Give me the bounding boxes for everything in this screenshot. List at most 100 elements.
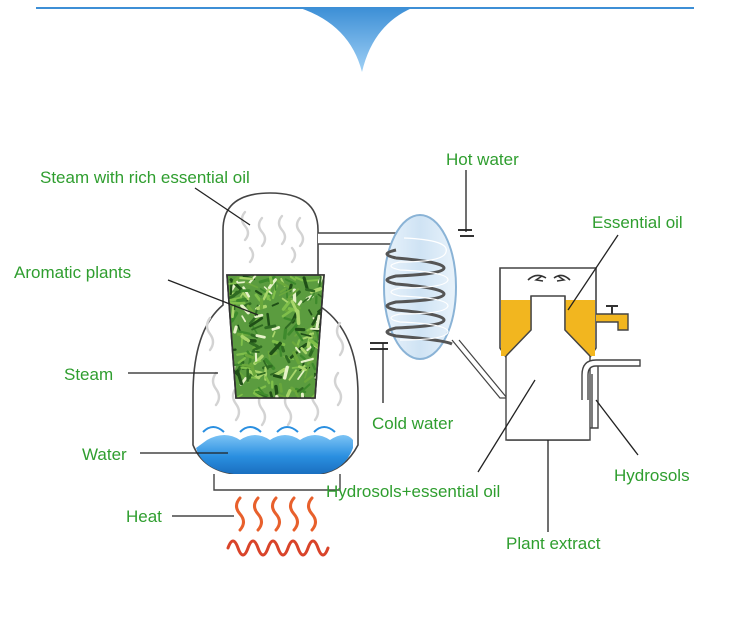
leaf-fragment bbox=[311, 311, 321, 326]
leaf-fragment bbox=[269, 341, 282, 356]
leaf-fragment bbox=[311, 362, 317, 371]
leaf-fragment bbox=[240, 303, 250, 315]
leaf-fragment bbox=[238, 276, 254, 280]
leaf-fragment bbox=[230, 311, 239, 323]
leaf-fragment bbox=[262, 360, 269, 370]
leaf-fragment bbox=[297, 368, 306, 380]
leaf-fragment bbox=[228, 289, 243, 300]
leaf-fragment bbox=[249, 362, 257, 376]
leaf-fragment bbox=[269, 391, 274, 398]
leaf-fragment bbox=[248, 341, 259, 348]
leaf-fragment bbox=[277, 393, 287, 398]
leaf-fragment bbox=[305, 288, 316, 293]
label-cold-water: Cold water bbox=[372, 414, 454, 433]
leaf-fragment bbox=[302, 297, 309, 304]
leaf-fragment bbox=[254, 313, 264, 319]
leaf-fragment bbox=[236, 297, 247, 303]
leaf-fragment bbox=[308, 309, 313, 316]
leaf-fragment bbox=[268, 276, 274, 285]
leaf-fragment bbox=[300, 333, 312, 338]
leaf-fragment bbox=[278, 281, 290, 288]
header-divider bbox=[36, 7, 694, 72]
leaf-fragment bbox=[231, 276, 240, 284]
leaf-fragment bbox=[281, 297, 289, 303]
leaf-fragment bbox=[284, 278, 297, 285]
leaf-fragment bbox=[251, 324, 264, 331]
aromatic-plant-leaves bbox=[227, 275, 324, 398]
leaf-fragment bbox=[237, 357, 246, 364]
leaf-fragment bbox=[271, 325, 281, 331]
heat-element-icon bbox=[226, 539, 330, 557]
leaf-fragment bbox=[303, 375, 313, 383]
heat-flames bbox=[235, 496, 317, 532]
leaf-fragment bbox=[273, 367, 287, 377]
leaf-fragment bbox=[299, 354, 307, 361]
leader-lines bbox=[128, 170, 639, 532]
leaf-fragment bbox=[304, 279, 319, 283]
leaf-fragment bbox=[318, 275, 322, 287]
leaf-fragment bbox=[264, 376, 271, 385]
leaf-fragment bbox=[236, 393, 243, 398]
leaf-fragment bbox=[289, 275, 297, 281]
leaf-fragment bbox=[288, 283, 293, 292]
leaf-fragment bbox=[272, 331, 276, 338]
leaf-fragment bbox=[240, 366, 251, 370]
leaf-fragment bbox=[240, 334, 251, 343]
leaf-fragment bbox=[236, 330, 251, 335]
leaf-fragment bbox=[292, 351, 301, 365]
leaf-fragment bbox=[284, 355, 291, 364]
leaf-fragment bbox=[231, 305, 235, 319]
leaf-fragment bbox=[294, 276, 304, 282]
leaf-fragment bbox=[296, 387, 304, 393]
leaf-fragment bbox=[244, 353, 255, 360]
leaf-fragment bbox=[301, 364, 306, 372]
leaf-fragment bbox=[248, 316, 264, 328]
leaf-fragment bbox=[272, 374, 283, 379]
leaf-fragment bbox=[284, 317, 296, 329]
label-water: Water bbox=[82, 445, 127, 464]
leaf-fragment bbox=[287, 322, 299, 336]
leaf-fragment bbox=[256, 371, 266, 376]
leaf-fragment bbox=[255, 360, 262, 364]
leaf-fragment bbox=[290, 299, 300, 316]
label-essential-oil: Essential oil bbox=[592, 213, 683, 232]
steam-wisps bbox=[205, 210, 345, 427]
leaf-fragment bbox=[246, 304, 255, 315]
label-hydrosols: Hydrosols bbox=[614, 466, 690, 485]
leaf-fragment bbox=[252, 345, 263, 352]
leaf-fragment bbox=[264, 324, 277, 330]
leaf-fragment bbox=[288, 369, 297, 381]
leaf-fragment bbox=[290, 386, 298, 394]
leaf-fragment bbox=[241, 315, 247, 323]
label-hydrosols-essential-oil: Hydrosols+essential oil bbox=[326, 482, 500, 501]
leaf-fragment bbox=[294, 329, 304, 342]
leaf-fragment bbox=[257, 386, 264, 394]
leaf-fragment bbox=[315, 314, 321, 329]
leaf-fragment bbox=[262, 288, 270, 301]
leaf-fragment bbox=[300, 347, 308, 355]
leaf-fragment bbox=[285, 389, 292, 398]
leaf-fragment bbox=[254, 293, 262, 302]
leaf-fragment bbox=[254, 390, 269, 397]
leaf-fragment bbox=[251, 350, 260, 354]
leaf-fragment bbox=[282, 327, 288, 340]
leaf-fragment bbox=[229, 279, 233, 296]
label-heat: Heat bbox=[126, 507, 162, 526]
leaf-fragment bbox=[248, 356, 252, 366]
leaf-fragment bbox=[252, 391, 263, 398]
leaf-fragment bbox=[278, 382, 283, 393]
leaf-fragment bbox=[233, 325, 238, 334]
leaf-fragment bbox=[244, 281, 259, 289]
leaf-fragment bbox=[304, 366, 310, 379]
separator-vessel bbox=[499, 267, 641, 441]
leaf-fragment bbox=[254, 289, 263, 296]
label-plant-extract: Plant extract bbox=[506, 534, 601, 553]
condenser bbox=[370, 214, 509, 399]
leaf-fragment bbox=[295, 346, 301, 354]
leaf-fragment bbox=[283, 365, 289, 380]
label-aromatic-plants: Aromatic plants bbox=[14, 263, 131, 282]
leaf-fragment bbox=[271, 302, 280, 307]
leaf-fragment bbox=[248, 316, 257, 325]
